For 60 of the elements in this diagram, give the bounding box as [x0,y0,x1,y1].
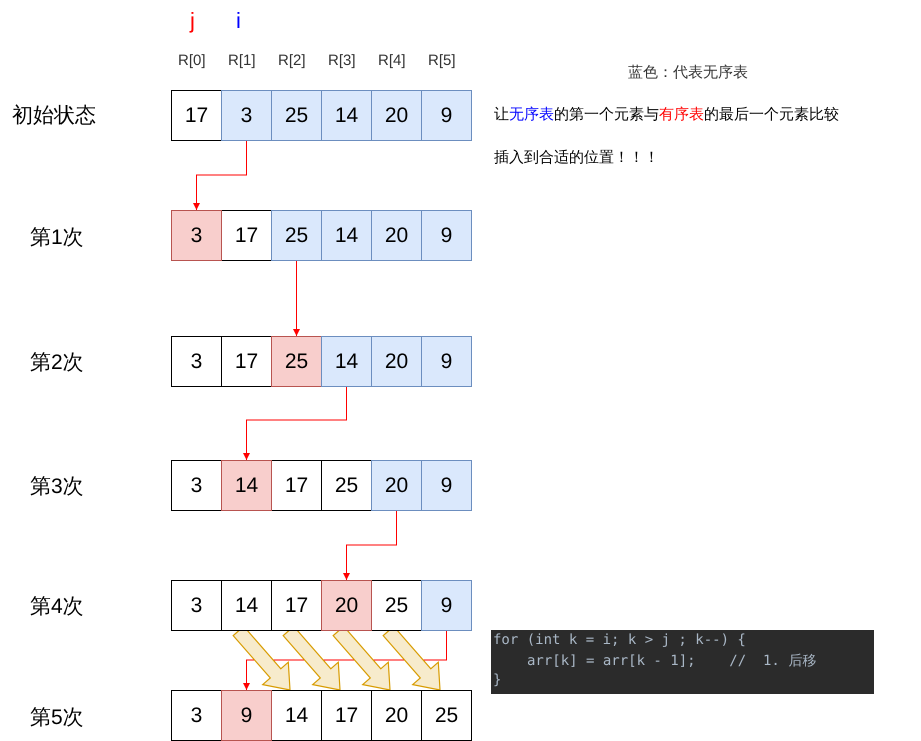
array-cell: 20 [321,580,372,631]
array-cell: 20 [371,210,422,261]
array-cell: 14 [321,210,372,261]
index-label: R[3] [328,52,356,69]
array-cell: 25 [421,690,472,741]
array-cell: 14 [321,90,372,141]
pointer-label: i [236,8,241,34]
array-cell: 9 [421,580,472,631]
row-label: 第1次 [30,225,84,251]
arrow [193,140,247,210]
array-cell: 17 [271,460,322,511]
row-label: 第3次 [30,474,84,500]
array-cell: 20 [371,90,422,141]
code-line: arr[k] = arr[k - 1]; // 1. 后移 [526,652,816,670]
code-line: for (int k = i; k > j ; k--) { [493,632,746,648]
index-label: R[1] [228,52,256,69]
array-cell: 3 [171,336,222,387]
row-label: 第5次 [30,705,84,731]
array-cell: 20 [371,690,422,741]
arrow [343,510,397,580]
array-cell: 25 [271,210,322,261]
array-cell: 9 [421,90,472,141]
array-cell: 25 [321,460,372,511]
array-cell: 9 [421,460,472,511]
arrow [293,260,300,336]
array-cell: 3 [171,460,222,511]
array-cell: 17 [171,90,222,141]
array-cell: 3 [171,210,222,261]
array-cell: 3 [221,90,272,141]
row-label: 初始状态 [12,103,96,129]
array-cell: 25 [271,90,322,141]
instruction-text: 让无序表的第一个元素与有序表的最后一个元素比较 [494,105,839,124]
index-label: R[0] [178,52,206,69]
array-cell: 17 [221,210,272,261]
index-label: R[5] [428,52,456,69]
array-cell: 17 [271,580,322,631]
array-cell: 3 [171,580,222,631]
arrow [243,386,347,460]
array-cell: 17 [321,690,372,741]
legend-note: 蓝色：代表无序表 [628,63,748,82]
array-cell: 25 [271,336,322,387]
array-cell: 25 [371,580,422,631]
array-cell: 9 [421,210,472,261]
array-cell: 20 [371,460,422,511]
index-label: R[4] [378,52,406,69]
row-label: 第4次 [30,594,84,620]
array-cell: 14 [221,580,272,631]
array-cell: 14 [321,336,372,387]
index-label: R[2] [278,52,306,69]
array-cell: 3 [171,690,222,741]
array-cell: 9 [421,336,472,387]
array-cell: 14 [221,460,272,511]
row-label: 第2次 [30,350,84,376]
array-cell: 20 [371,336,422,387]
code-line: } [493,672,502,688]
array-cell: 14 [271,690,322,741]
array-cell: 17 [221,336,272,387]
instruction-text: 插入到合适的位置！！！ [494,148,659,167]
array-cell: 9 [221,690,272,741]
pointer-label: j [190,8,195,34]
